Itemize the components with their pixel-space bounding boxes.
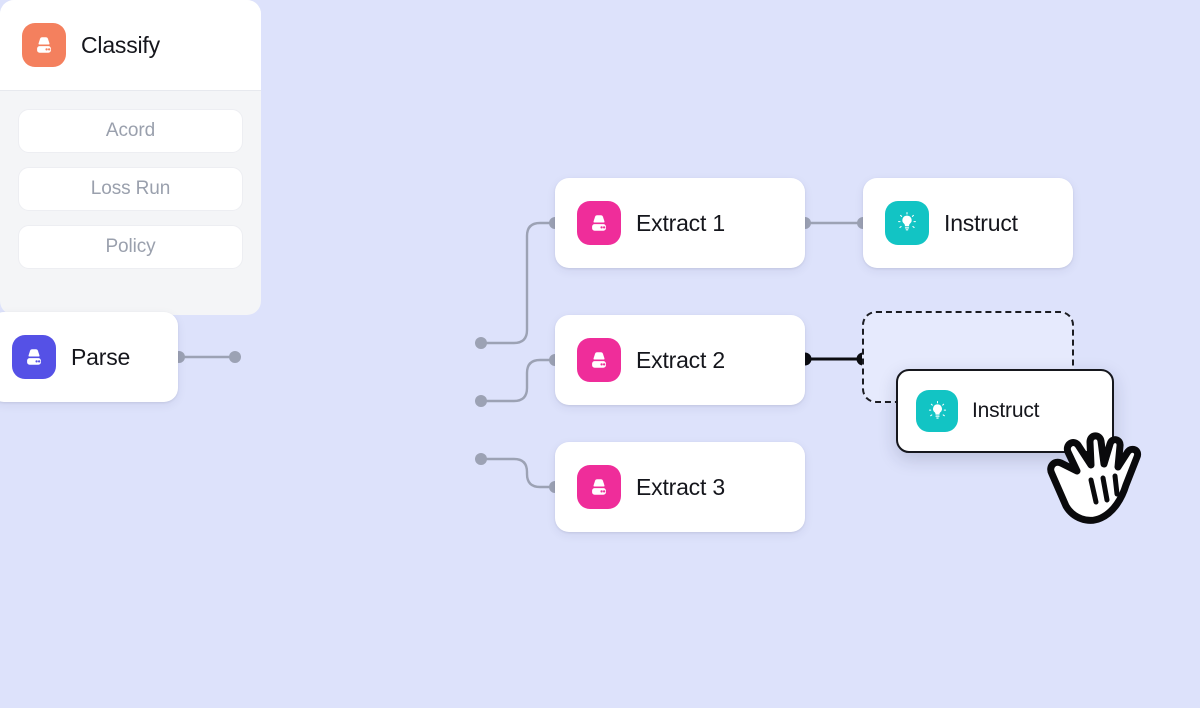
edge-acord-to-extract-1 — [475, 217, 561, 349]
node-instruct-dragged[interactable]: Instruct — [896, 369, 1114, 453]
drive-icon — [577, 201, 621, 245]
edge-policy-to-extract-3 — [475, 453, 561, 493]
lightbulb-icon — [916, 390, 958, 432]
drive-icon — [12, 335, 56, 379]
node-extract-3-label: Extract 3 — [636, 473, 725, 500]
node-classify-head: Classify — [0, 0, 261, 91]
node-extract-2[interactable]: Extract 2 — [555, 315, 805, 405]
branch-item-loss-run[interactable]: Loss Run — [18, 167, 243, 211]
lightbulb-icon — [885, 201, 929, 245]
drive-icon — [577, 465, 621, 509]
branch-label: Acord — [105, 120, 156, 141]
drive-icon — [577, 338, 621, 382]
node-parse-label: Parse — [71, 343, 131, 370]
node-instruct-1-head: Instruct — [863, 178, 1073, 268]
node-extract-1-head: Extract 1 — [555, 178, 805, 268]
node-classify[interactable]: Classify Acord Loss Run Policy — [0, 0, 261, 315]
drive-icon — [22, 23, 66, 67]
node-extract-2-head: Extract 2 — [555, 315, 805, 405]
node-extract-1[interactable]: Extract 1 — [555, 178, 805, 268]
branch-label: Policy — [105, 236, 156, 257]
node-extract-3-head: Extract 3 — [555, 442, 805, 532]
branch-label: Loss Run — [90, 178, 171, 199]
node-extract-2-label: Extract 2 — [636, 346, 725, 373]
branch-item-acord[interactable]: Acord — [18, 109, 243, 153]
classify-branch-list: Acord Loss Run Policy — [0, 91, 261, 269]
node-classify-label: Classify — [81, 31, 160, 58]
node-extract-1-label: Extract 1 — [636, 209, 725, 236]
node-instruct-1[interactable]: Instruct — [863, 178, 1073, 268]
edge-loss-run-to-extract-2 — [475, 354, 561, 407]
branch-item-policy[interactable]: Policy — [18, 225, 243, 269]
node-extract-3[interactable]: Extract 3 — [555, 442, 805, 532]
edge-extract-1-to-instruct-1 — [799, 217, 869, 229]
edge-parse-to-classify — [173, 351, 241, 363]
node-instruct-dragged-label: Instruct — [972, 399, 1040, 422]
node-instruct-1-label: Instruct — [944, 209, 1018, 236]
node-parse-head: Parse — [0, 312, 178, 402]
node-instruct-dragged-head: Instruct — [898, 371, 1112, 451]
edge-extract-2-to-drop-target — [798, 352, 870, 366]
node-parse[interactable]: Parse — [0, 312, 178, 402]
